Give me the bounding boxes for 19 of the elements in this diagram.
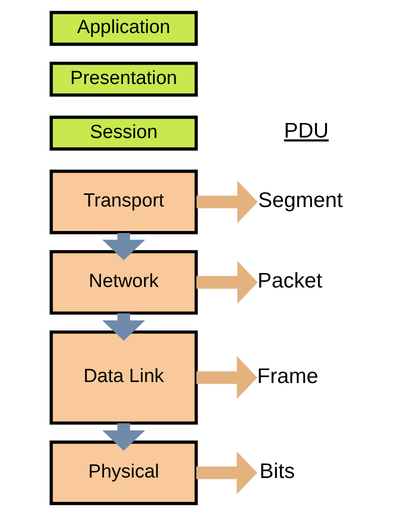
node-text: Packet: [258, 270, 322, 293]
arrow: [196, 356, 258, 400]
node-text: Bits: [260, 460, 295, 484]
node-text: Segment: [258, 189, 343, 212]
node-box: Transport: [50, 170, 198, 234]
node-box: Data Link: [50, 330, 198, 425]
arrow: [196, 180, 258, 224]
arrow: [196, 451, 258, 494]
node-box: Network: [50, 250, 198, 315]
arrow: [102, 233, 146, 260]
node-box: Session: [50, 116, 198, 151]
arrow: [196, 260, 258, 304]
label: PDU: [284, 119, 329, 142]
arrow: [102, 313, 146, 341]
node-box: Application: [50, 10, 198, 46]
node-text: Frame: [257, 364, 318, 388]
arrow: [102, 423, 146, 451]
node-box: Physical: [50, 440, 198, 506]
node-box: Presentation: [50, 62, 198, 97]
